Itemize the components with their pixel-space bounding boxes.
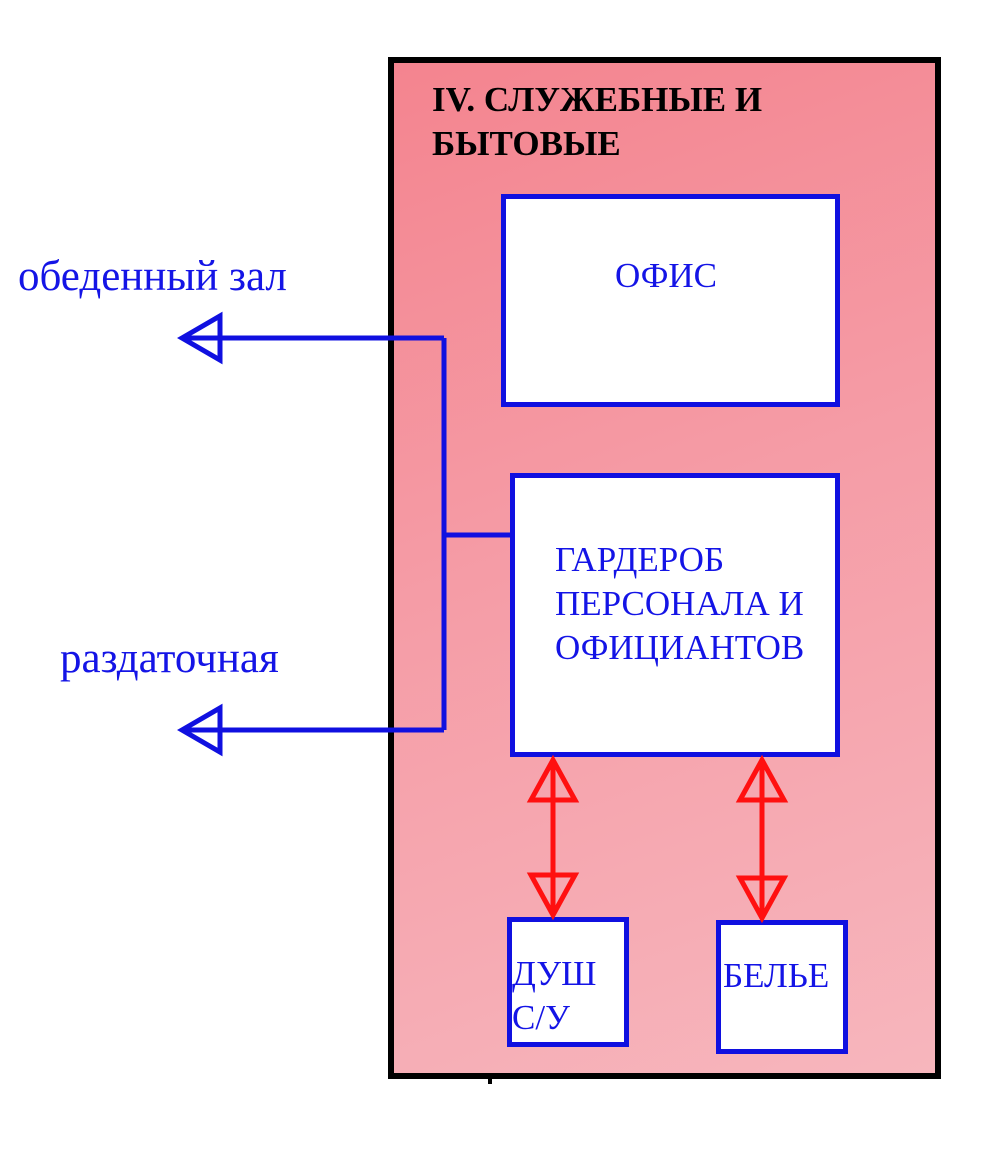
room-linen: БЕЛЬЕ [716, 920, 848, 1054]
external-dining-hall-label: обеденный зал [18, 253, 287, 300]
room-office-label: ОФИС [615, 256, 717, 295]
arrow-head-shower-up [526, 754, 580, 803]
room-staff-wardrobe-label: ГАРДЕРОБ ПЕРСОНАЛА И ОФИЦИАНТОВ [555, 540, 805, 667]
room-staff-wardrobe: ГАРДЕРОБ ПЕРСОНАЛА И ОФИЦИАНТОВ [510, 473, 840, 757]
room-linen-label: БЕЛЬЕ [723, 956, 830, 995]
arrow-head-linen-up [735, 754, 789, 803]
external-distribution-label: раздаточная [60, 635, 279, 682]
connector-trunk [441, 338, 510, 730]
room-office: ОФИС [501, 194, 840, 407]
arrow-head-linen-down [735, 875, 789, 924]
zone-title: IV. СЛУЖЕБНЫЕ И БЫТОВЫЕ [432, 80, 763, 163]
arrow-head-dining-hall [177, 311, 223, 365]
room-shower-wc: ДУШ С/У [507, 917, 629, 1047]
external-connector [182, 335, 510, 733]
room-shower-wc-label: ДУШ С/У [512, 954, 597, 1037]
tick-mark [488, 1078, 492, 1084]
arrow-head-shower-down [526, 872, 580, 921]
arrow-head-distribution [177, 703, 223, 757]
